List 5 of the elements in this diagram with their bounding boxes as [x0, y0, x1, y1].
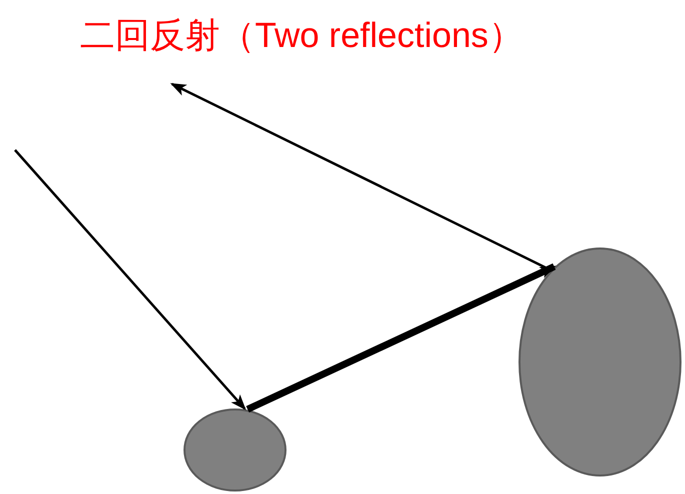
arrow [14, 149, 246, 410]
ellipse [518, 247, 682, 477]
ellipse [183, 408, 287, 492]
title: 二回反射（Two reflections） [80, 15, 524, 57]
arrow [246, 263, 556, 412]
